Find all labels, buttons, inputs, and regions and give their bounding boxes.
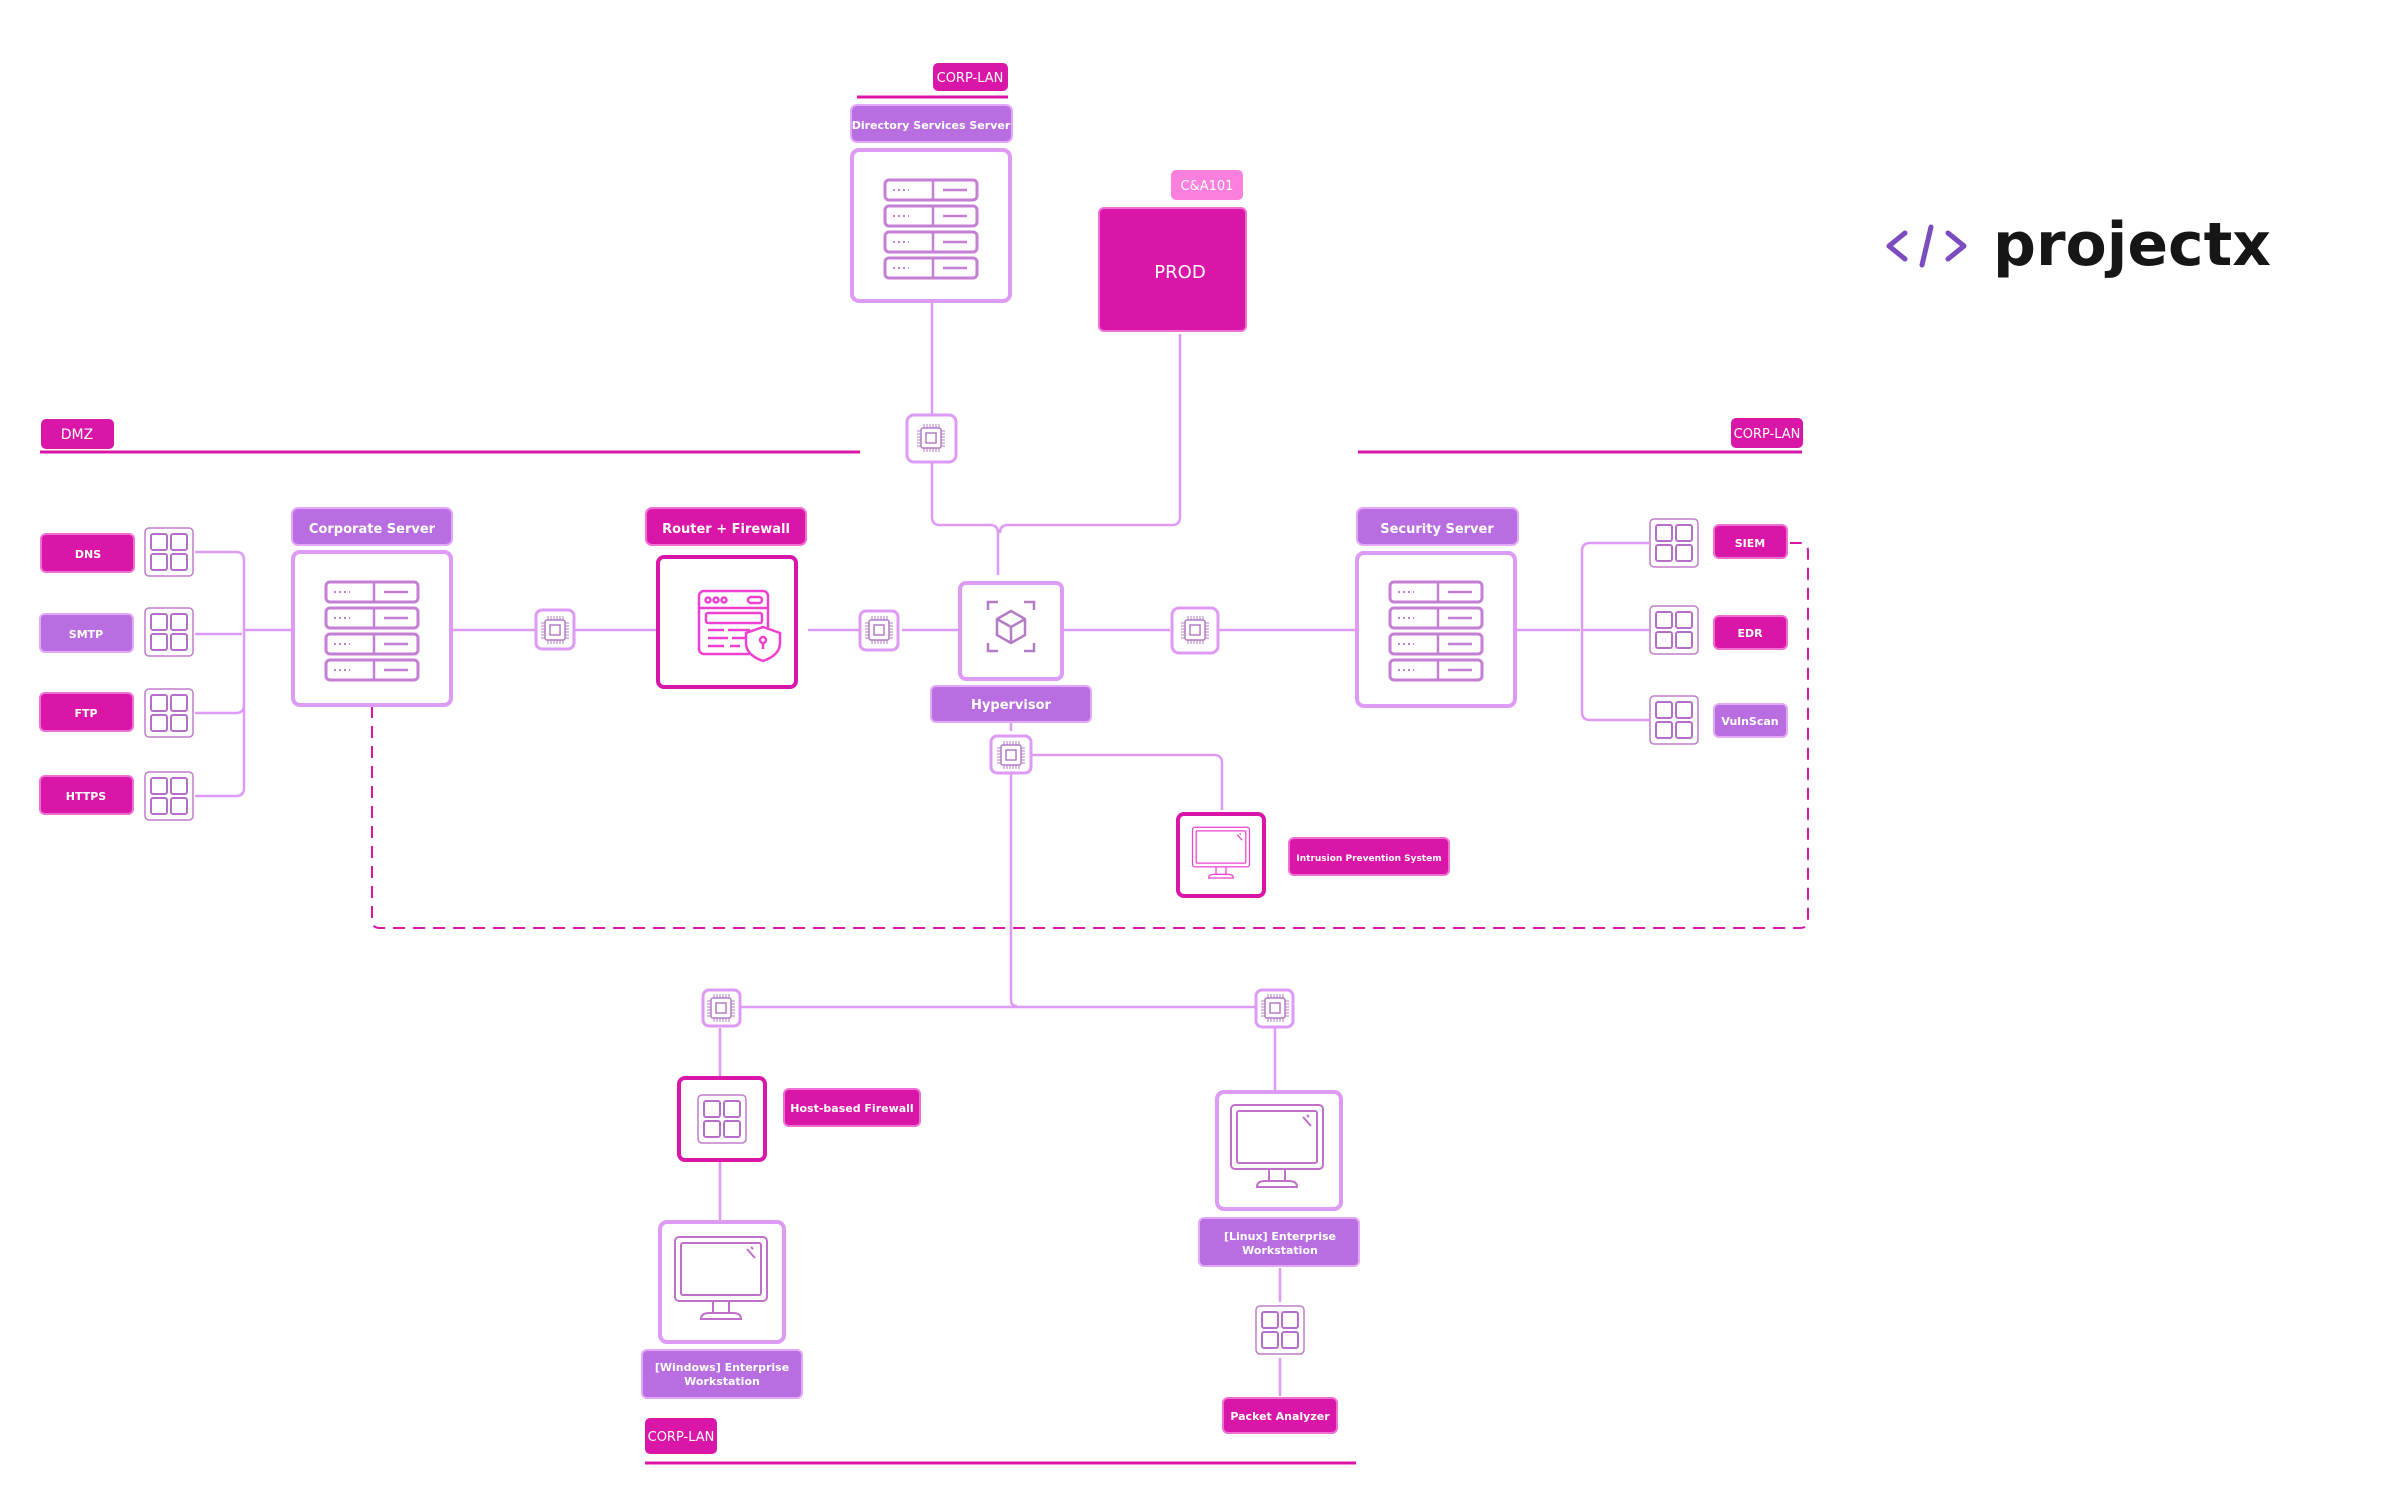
node-label: Directory Services Server [852,119,1011,132]
service-label: SIEM [1735,537,1765,550]
network-chip [1170,606,1220,655]
prod-environment[interactable]: C&A101 PROD [1098,170,1247,332]
node-label: Hypervisor [971,698,1051,713]
windows-workstation[interactable]: [Windows] Enterprise Workstation [641,1220,803,1399]
router-firewall[interactable]: Router + Firewall [645,507,807,689]
zone-dmz: DMZ [40,419,860,454]
node-label: Security Server [1380,522,1494,537]
network-chip [989,734,1033,775]
corporate-server[interactable]: Corporate Server [291,507,453,707]
node-label-line2: Workstation [684,1375,760,1388]
dmz-bus-line [195,550,246,798]
hypervisor[interactable]: Hypervisor [930,581,1092,723]
app-grid-icon [144,688,194,738]
app-grid-icon [697,1094,747,1144]
node-label: Corporate Server [309,522,436,537]
network-chip [858,609,900,652]
browser-shield-icon [697,589,782,663]
app-grid-icon [1649,695,1699,745]
network-chip [905,413,958,464]
security-service-siem[interactable]: SIEM [1649,518,1788,568]
zone-label: CORP-LAN [648,1430,715,1445]
network-chip [534,608,576,651]
host-based-firewall[interactable]: Host-based Firewall [677,1076,921,1162]
app-grid-icon [144,527,194,577]
node-label: Router + Firewall [662,522,790,537]
ca-tag: C&A101 [1181,179,1234,194]
prod-label: PROD [1154,262,1205,283]
zone-corp-lan-top: CORP-LAN [857,63,1008,99]
app-grid-icon [144,771,194,821]
dmz-service-https[interactable]: HTTPS [39,771,194,821]
node-label: Packet Analyzer [1230,1410,1330,1423]
security-server[interactable]: Security Server [1355,507,1519,708]
node-label: Intrusion Prevention System [1296,854,1441,864]
security-service-vulnscan[interactable]: VulnScan [1649,695,1788,745]
node-label-line1: [Linux] Enterprise [1224,1230,1336,1243]
service-label: HTTPS [66,790,107,803]
app-grid-icon [1649,518,1699,568]
zone-corp-lan-bottom: CORP-LAN [645,1418,1356,1465]
intrusion-prevention-system[interactable]: Intrusion Prevention System [1176,812,1450,898]
service-label: EDR [1737,627,1763,640]
directory-services-server[interactable]: Directory Services Server [850,104,1013,303]
code-brackets-icon [1886,224,1967,268]
app-grid-icon [1649,605,1699,655]
network-chip [1254,988,1295,1029]
node-label: Host-based Firewall [790,1102,913,1115]
service-label: DNS [75,548,101,561]
connection-lines [195,302,1649,1396]
service-label: FTP [74,707,97,720]
app-grid-icon [1255,1305,1305,1355]
node-label-line1: [Windows] Enterprise [655,1361,789,1374]
security-service-edr[interactable]: EDR [1649,605,1788,655]
network-chip [701,988,742,1028]
zone-label: CORP-LAN [937,71,1004,86]
zone-corp-lan-right: CORP-LAN [1358,418,1803,454]
dmz-service-smtp[interactable]: SMTP [39,607,194,657]
zone-label: CORP-LAN [1734,427,1801,442]
packet-analyzer[interactable]: Packet Analyzer [1222,1305,1338,1434]
dmz-service-ftp[interactable]: FTP [39,688,194,738]
app-grid-icon [144,607,194,657]
dashed-monitoring-path [371,542,1809,929]
zone-label: DMZ [61,427,93,443]
cube-scan-icon [986,600,1036,653]
dmz-service-dns[interactable]: DNS [40,527,194,577]
service-label: SMTP [69,628,103,641]
node-label-line2: Workstation [1242,1244,1318,1257]
service-label: VulnScan [1721,715,1778,728]
logo-text: projectx [1993,210,2271,280]
linux-workstation[interactable]: [Linux] Enterprise Workstation [1198,1090,1360,1267]
projectx-logo: projectx [1886,210,2271,280]
